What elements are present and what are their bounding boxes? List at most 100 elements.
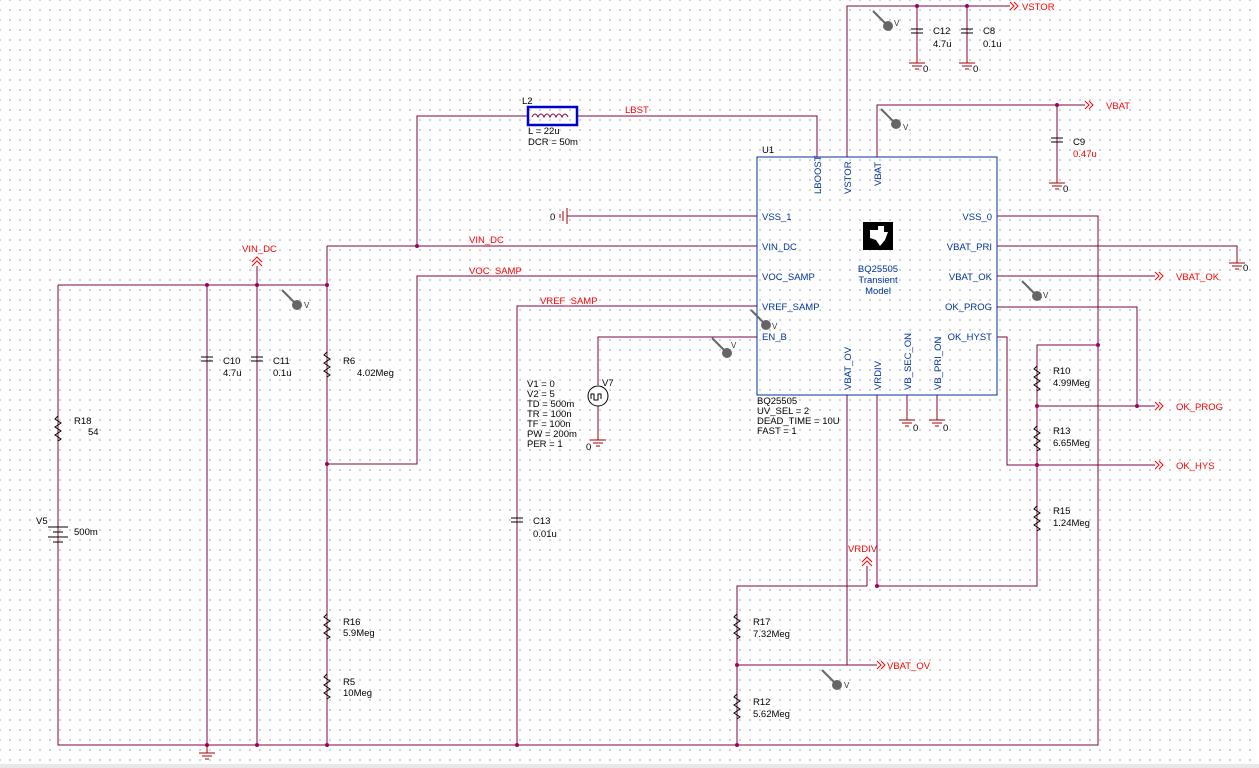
ic-ref: U1 — [762, 145, 774, 156]
svg-text:C12: C12 — [933, 26, 950, 37]
svg-text:0.01u: 0.01u — [533, 529, 557, 540]
wires — [57, 5, 1238, 746]
resistor-r12[interactable]: R12 5.62Meg — [733, 693, 790, 720]
inductor-l2[interactable]: L2 L = 22u DCR = 50m — [522, 96, 579, 148]
pin-vbprion: VB_PRI_ON — [933, 337, 944, 390]
capacitor-c10[interactable]: C10 4.7u — [201, 356, 242, 379]
svg-text:V: V — [731, 341, 737, 350]
svg-text:54: 54 — [88, 427, 99, 438]
offpage-ok-prog[interactable]: OK_PROG — [1154, 401, 1223, 413]
probe-icon: V — [821, 669, 850, 691]
pulse-source-v7[interactable]: V7 V1 = 0 V2 = 5 TD = 500m TR = 100n TF … — [527, 378, 614, 450]
grounds: 0 0 0 0 0 0 0 0 — [198, 54, 1248, 760]
svg-text:0.1u: 0.1u — [983, 39, 1002, 50]
offpage-vbat-ok[interactable]: VBAT_OK — [1154, 271, 1220, 283]
ic-prop-fast: FAST = 1 — [757, 426, 797, 437]
svg-text:V: V — [903, 123, 909, 132]
offpage-vbat[interactable]: VBAT — [1084, 100, 1130, 112]
pin-vss0: VSS_0 — [962, 212, 992, 223]
pin-okhyst: OK_HYST — [948, 332, 993, 343]
svg-text:V: V — [844, 681, 850, 690]
capacitor-c12[interactable]: C12 4.7u — [911, 26, 952, 50]
svg-text:V7: V7 — [602, 378, 614, 389]
svg-text:0: 0 — [1243, 263, 1248, 274]
resistor-r17[interactable]: R17 7.32Meg — [733, 613, 790, 640]
svg-text:4.99Meg: 4.99Meg — [1053, 378, 1090, 389]
pin-vrefsamp: VREF_SAMP — [762, 302, 820, 313]
offpage-vstor[interactable]: VSTOR — [1009, 1, 1055, 13]
svg-text:OK_HYS: OK_HYS — [1176, 461, 1215, 472]
svg-text:0: 0 — [1063, 184, 1068, 195]
scrollbar-track[interactable] — [0, 764, 1259, 768]
pin-vbat: VBAT — [873, 162, 884, 186]
svg-text:TR = 100n: TR = 100n — [527, 409, 572, 420]
ti-logo-icon — [870, 226, 888, 246]
resistor-r5[interactable]: R5 10Meg — [323, 673, 372, 700]
pin-lboost: LBOOST — [813, 155, 824, 194]
svg-text:0: 0 — [923, 64, 928, 75]
ic-title-2: Transient — [858, 275, 898, 286]
resistor-r13[interactable]: R13 6.65Meg — [1033, 425, 1090, 452]
inductor-ref: L2 — [522, 96, 533, 107]
svg-text:0.1u: 0.1u — [273, 368, 292, 379]
net-vindc-wire: VIN_DC — [469, 235, 504, 246]
capacitor-c11[interactable]: C11 0.1u — [251, 356, 292, 379]
svg-text:C8: C8 — [983, 26, 995, 37]
svg-text:500m: 500m — [74, 527, 98, 538]
ic-title-3: Model — [865, 286, 891, 297]
probe-icon: V — [711, 337, 737, 359]
svg-text:R15: R15 — [1053, 506, 1070, 517]
svg-text:V1 = 0: V1 = 0 — [527, 379, 555, 390]
voltage-probes[interactable]: V V V V V V V — [281, 10, 1049, 691]
pin-vocsamp: VOC_SAMP — [762, 272, 815, 283]
svg-text:C13: C13 — [533, 516, 550, 527]
svg-text:R17: R17 — [753, 617, 770, 628]
svg-text:0: 0 — [586, 442, 591, 453]
net-lbst: LBST — [625, 105, 649, 116]
probe-icon: V — [750, 309, 778, 331]
pin-vss1: VSS_1 — [762, 212, 792, 223]
svg-text:C10: C10 — [223, 356, 240, 367]
pin-vbatov: VBAT_OV — [843, 346, 854, 390]
resistor-r10[interactable]: R10 4.99Meg — [1033, 365, 1090, 392]
svg-text:V: V — [894, 19, 900, 28]
resistor-r15[interactable]: R15 1.24Meg — [1033, 505, 1090, 532]
offpage-vbat-ov[interactable]: VBAT_OV — [876, 660, 931, 672]
ic-prop-deadtime: DEAD_TIME = 10U — [757, 416, 840, 427]
svg-text:TF = 100n: TF = 100n — [527, 419, 571, 430]
svg-text:VBAT_OK: VBAT_OK — [1176, 272, 1220, 283]
pin-okprog: OK_PROG — [945, 302, 992, 313]
svg-text:V5: V5 — [36, 516, 48, 527]
svg-text:OK_PROG: OK_PROG — [1176, 402, 1223, 413]
inductor-dcr: DCR = 50m — [528, 137, 578, 148]
probe-icon: V — [281, 289, 310, 311]
svg-text:VBAT: VBAT — [1106, 101, 1130, 112]
offpage-ok-hys[interactable]: OK_HYS — [1154, 460, 1215, 472]
battery-v5[interactable]: V5 500m — [36, 516, 98, 543]
svg-text:PW = 200m: PW = 200m — [527, 429, 577, 440]
resistor-r16[interactable]: R16 5.9Meg — [323, 613, 375, 640]
pin-vstor: VSTOR — [843, 161, 854, 194]
svg-text:TD = 500m: TD = 500m — [527, 399, 574, 410]
capacitor-c8[interactable]: C8 0.1u — [961, 26, 1002, 50]
ic-u1[interactable]: U1 BQ25505 Transient Model LBOOST VSTOR … — [756, 145, 998, 437]
svg-text:C9: C9 — [1073, 137, 1085, 148]
pin-vbatok: VBAT_OK — [949, 272, 993, 283]
svg-text:R5: R5 — [343, 677, 355, 688]
svg-text:V: V — [772, 322, 778, 331]
svg-text:0: 0 — [550, 212, 555, 223]
svg-text:0: 0 — [913, 423, 918, 434]
svg-text:R10: R10 — [1053, 366, 1070, 377]
svg-text:1.24Meg: 1.24Meg — [1053, 518, 1090, 529]
net-labels: LBST VIN_DC VIN_DC VOC_SAMP VREF_SAMP VR… — [242, 105, 878, 567]
resistor-r6[interactable]: R6 4.02Meg — [323, 351, 394, 379]
capacitor-c9[interactable]: C9 0.47u — [1051, 137, 1097, 160]
resistor-r18[interactable]: R18 54 — [54, 415, 99, 442]
svg-text:4.02Meg: 4.02Meg — [357, 368, 394, 379]
ic-prop-uvsel: UV_SEL = 2 — [757, 406, 809, 417]
svg-text:0: 0 — [943, 423, 948, 434]
net-vrefsamp: VREF_SAMP — [540, 296, 598, 307]
svg-text:R16: R16 — [343, 617, 360, 628]
capacitor-c13[interactable]: C13 0.01u — [511, 516, 557, 540]
